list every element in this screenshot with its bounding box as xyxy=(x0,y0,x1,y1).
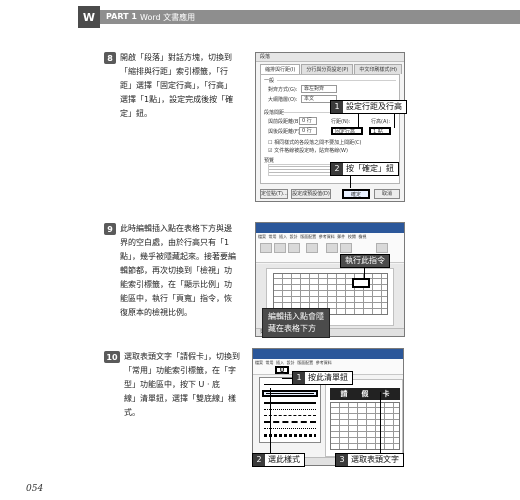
underline-style-menu xyxy=(259,377,321,443)
align-select[interactable]: 靠左對齊 xyxy=(301,85,337,93)
outline-select[interactable]: 本文 xyxy=(301,95,337,103)
after-spinner[interactable]: 0 行 xyxy=(299,127,317,135)
before-spinner[interactable]: 0 行 xyxy=(299,117,317,125)
spacing-section-label: 段落間距 xyxy=(264,110,285,116)
dialog-titlebar: 段落 xyxy=(256,53,404,62)
at-label: 行高(A): xyxy=(371,119,391,125)
tab-line-page-breaks[interactable]: 分行與分頁設定(P) xyxy=(301,64,354,74)
word-window-home: CH04請假卡表格.docx - Wo... 檔案 常用 插入 設計 版面配置 … xyxy=(252,348,404,466)
underline-double-option[interactable] xyxy=(262,390,318,397)
general-section-label: 一般 xyxy=(264,78,275,84)
leave-form-table xyxy=(330,402,400,450)
table-heading[interactable]: 請 假 卡 xyxy=(330,388,400,400)
align-label: 對齊方式(G): xyxy=(268,87,298,93)
one-page-icon[interactable] xyxy=(340,243,352,253)
step-text: 選取表頭文字「請假卡」，切換到 「常用」功能索引標籤，在「字 型」功能區中，按下… xyxy=(124,352,240,417)
step-text: 開啟「段落」對話方塊，切換到 「縮排與行距」索引標籤，「行 距」選擇「固定行高」… xyxy=(120,53,234,118)
read-mode-icon[interactable] xyxy=(260,243,272,253)
step-number-badge: 8 xyxy=(104,52,116,64)
ok-button[interactable]: 確定 xyxy=(342,189,370,199)
callout-cursor-note: 編輯插入點會隱 藏在表格下方 xyxy=(262,308,330,338)
preview-label: 預覽 xyxy=(264,158,275,164)
dialog-panel: 一般 對齊方式(G): 靠左對齊 大綱階層(O): 本文 段落間距 與前段距離(… xyxy=(260,74,400,184)
page-width-command-icon[interactable] xyxy=(352,278,370,288)
callout-run-command: 執行此指令 xyxy=(340,254,390,268)
line-spacing-select[interactable]: 固定行高 xyxy=(331,127,363,135)
zoom-icon[interactable] xyxy=(326,243,338,253)
document-page: 請 假 卡 xyxy=(325,379,403,457)
chapter-header: W PART 1 Word 文書應用 xyxy=(0,6,520,28)
page-number: 054 xyxy=(26,484,44,494)
part-label: PART 1 xyxy=(106,12,137,21)
check-no-space[interactable]: ☐ 相同樣式的各段落之間不要加上間距(C) xyxy=(268,140,362,146)
web-layout-icon[interactable] xyxy=(288,243,300,253)
dialog-tabs: 縮排與行距(I) 分行與分頁設定(P) 中文印刷樣式(H) xyxy=(256,62,404,74)
print-layout-icon[interactable] xyxy=(274,243,286,253)
word-tabbar: CH04請假卡表格.docx - Word xyxy=(256,223,404,240)
cancel-button[interactable]: 取消 xyxy=(374,189,400,199)
word-tabbar: CH04請假卡表格.docx - Wo... xyxy=(253,349,403,366)
step-number-badge: 10 xyxy=(104,351,120,363)
document-area xyxy=(256,264,404,328)
line-spacing-label: 行距(N): xyxy=(331,119,351,125)
at-spinner[interactable]: 1 點 xyxy=(369,127,391,135)
tab-asian-typography[interactable]: 中文印刷樣式(H) xyxy=(354,64,402,74)
paragraph-dialog: 段落 縮排與行距(I) 分行與分頁設定(P) 中文印刷樣式(H) 一般 對齊方式… xyxy=(255,52,405,202)
view-ribbon: 檔案 常用 插入 設計 版面配置 參考資料 郵件 校閱 檢視 xyxy=(256,233,404,263)
word-logo-icon: W xyxy=(78,6,100,28)
set-default-button[interactable]: 設定成預設值(D) xyxy=(291,189,331,199)
ruler-icon[interactable] xyxy=(306,243,318,253)
tab-indents-spacing[interactable]: 縮排與行距(I) xyxy=(260,64,301,74)
new-window-icon[interactable] xyxy=(376,243,388,253)
before-label: 與前段距離(B): xyxy=(268,119,303,125)
header-bar xyxy=(78,10,520,24)
underline-single-option[interactable] xyxy=(264,384,316,385)
chapter-title: Word 文書應用 xyxy=(140,13,196,22)
check-snap-grid[interactable]: ☑ 文件格線被設定時，貼齊格線(W) xyxy=(268,148,348,154)
tabs-button[interactable]: 定位點(T)... xyxy=(260,189,288,199)
underline-dropdown-button[interactable]: U xyxy=(275,366,289,374)
step-text: 此時編輯插入點在表格下方與邊 界的空白處，由於行高只有「1 點」，幾乎被隱藏起來… xyxy=(120,224,236,317)
outline-label: 大綱階層(O): xyxy=(268,97,298,103)
after-label: 與後段距離(F): xyxy=(268,129,302,135)
step-number-badge: 9 xyxy=(104,223,116,235)
